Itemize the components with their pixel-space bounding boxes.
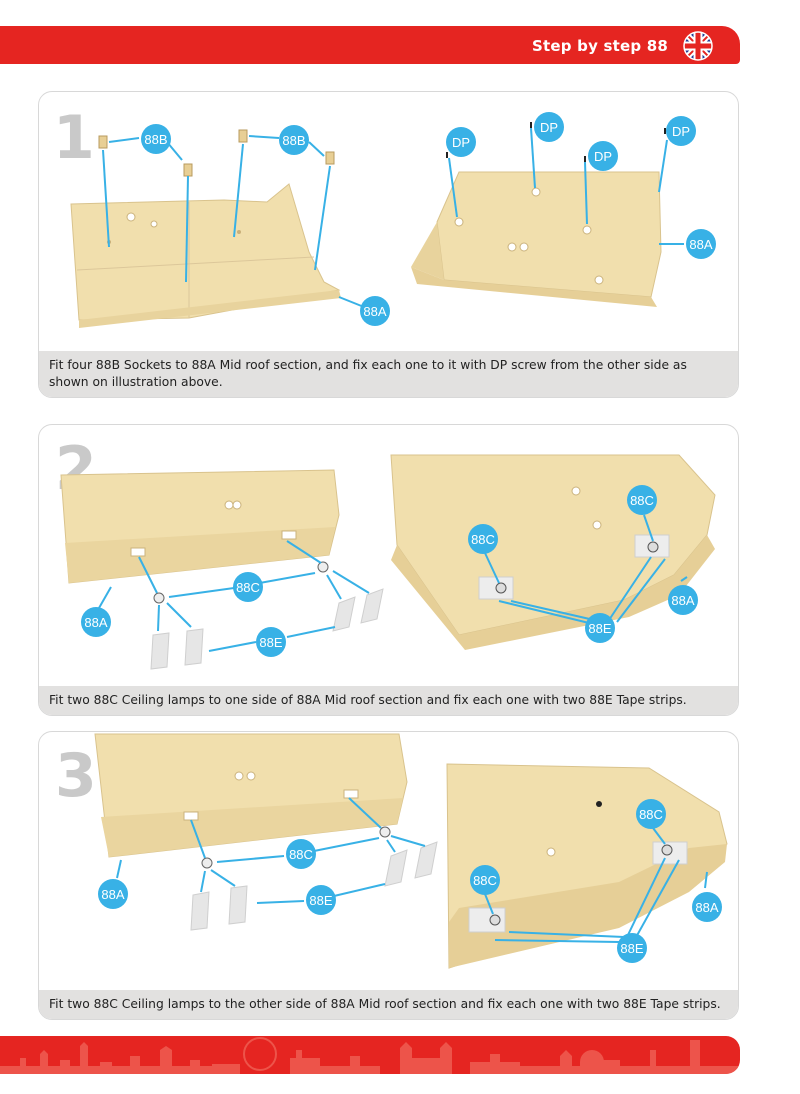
ceiling-lamp-88C — [153, 561, 329, 604]
svg-text:88C: 88C — [289, 847, 313, 862]
svg-text:88C: 88C — [236, 580, 260, 595]
callout-88B: 88B — [279, 125, 309, 155]
callout-88E: 88E — [256, 627, 286, 657]
svg-text:DP: DP — [540, 120, 558, 135]
callout-DP: DP — [588, 141, 618, 171]
callout-lines — [98, 540, 370, 652]
svg-text:88A: 88A — [671, 593, 694, 608]
callout-88A: 88A — [686, 229, 716, 259]
callout-88A: 88A — [360, 296, 390, 326]
callout-lines-right — [484, 514, 688, 624]
svg-text:88E: 88E — [588, 621, 611, 636]
step-1-illustration: 88B 88B 88A DP DP DP DP 88A — [70, 112, 716, 328]
union-jack-flag-icon — [683, 31, 713, 61]
svg-text:88C: 88C — [471, 532, 495, 547]
step-2-illustration: 88C 88E 88A 88C 88C 88E 88A — [60, 454, 716, 670]
dp-screws — [446, 122, 666, 162]
svg-text:DP: DP — [452, 135, 470, 150]
svg-text:88A: 88A — [84, 615, 107, 630]
callout-88C: 88C — [233, 572, 263, 602]
callout-lines — [102, 135, 365, 308]
svg-text:88E: 88E — [309, 893, 332, 908]
svg-text:88C: 88C — [473, 873, 497, 888]
callout-88E: 88E — [585, 613, 615, 643]
callout-88A: 88A — [668, 585, 698, 615]
callout-88C: 88C — [470, 865, 500, 895]
step-2-caption: Fit two 88C Ceiling lamps to one side of… — [39, 686, 738, 715]
tape-strip-88E — [190, 841, 438, 931]
step-3-illustration: 88C 88E 88A 88C 88C 88E 88A — [94, 733, 728, 969]
svg-text:88A: 88A — [363, 304, 386, 319]
svg-text:DP: DP — [672, 124, 690, 139]
step-3-caption: Fit two 88C Ceiling lamps to the other s… — [39, 990, 738, 1019]
step-1-panel: 1 — [38, 91, 739, 398]
svg-text:88A: 88A — [695, 900, 718, 915]
roof-section-88A-left — [94, 733, 408, 858]
roof-section-88A-left — [70, 183, 341, 328]
callout-88B: 88B — [141, 124, 171, 154]
callout-88C: 88C — [636, 799, 666, 829]
callout-88A: 88A — [98, 879, 128, 909]
svg-text:88C: 88C — [630, 493, 654, 508]
svg-text:88A: 88A — [101, 887, 124, 902]
dp-callout-lines — [448, 127, 684, 245]
step-number: 3 — [55, 741, 97, 811]
footer-banner — [0, 1036, 740, 1074]
callout-88C: 88C — [468, 524, 498, 554]
callout-lines-right — [484, 827, 708, 943]
step-number: 1 — [53, 103, 95, 173]
ceiling-lamp-88C — [201, 826, 391, 869]
callout-88A: 88A — [81, 607, 111, 637]
callout-DP: DP — [666, 116, 696, 146]
london-skyline-decoration — [0, 1037, 740, 1074]
svg-text:DP: DP — [594, 149, 612, 164]
header-banner: Step by step 88 — [0, 26, 740, 64]
callout-88C: 88C — [627, 485, 657, 515]
svg-text:88C: 88C — [639, 807, 663, 822]
callout-DP: DP — [534, 112, 564, 142]
svg-text:88B: 88B — [144, 132, 167, 147]
tape-strip-88E — [150, 588, 384, 670]
callout-DP: DP — [446, 127, 476, 157]
svg-text:88E: 88E — [259, 635, 282, 650]
roof-section-88A-left — [60, 469, 340, 584]
step-3-panel: 3 — [38, 731, 739, 1020]
callout-88E: 88E — [617, 933, 647, 963]
svg-text:88B: 88B — [282, 133, 305, 148]
step-2-panel: 2 — [38, 424, 739, 716]
callout-88A: 88A — [692, 892, 722, 922]
callout-88C: 88C — [286, 839, 316, 869]
callout-88E: 88E — [306, 885, 336, 915]
page-title: Step by step 88 — [532, 37, 668, 55]
svg-text:88E: 88E — [620, 941, 643, 956]
svg-text:88A: 88A — [689, 237, 712, 252]
roof-section-88A-right — [411, 171, 662, 307]
callout-lines — [116, 797, 426, 904]
step-1-caption: Fit four 88B Sockets to 88A Mid roof sec… — [39, 351, 738, 397]
roof-section-88A-right — [390, 454, 716, 650]
